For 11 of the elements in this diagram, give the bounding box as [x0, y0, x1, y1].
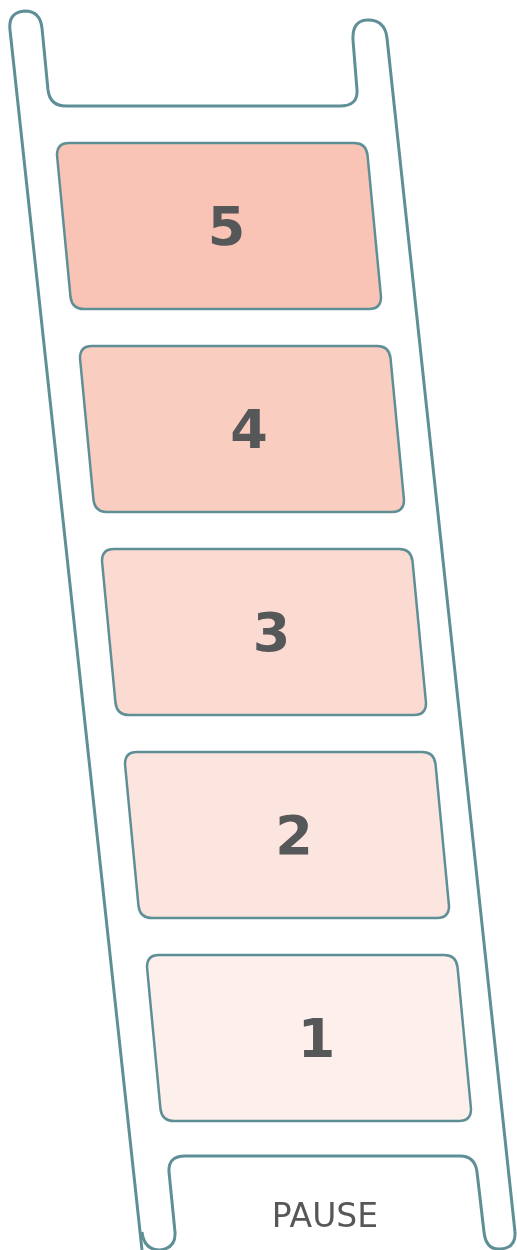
rung-number: 4: [230, 397, 268, 461]
pause-label: PAUSE: [271, 1195, 379, 1235]
ladder-rung: [123, 751, 450, 919]
ladder-rung: [56, 142, 382, 310]
rung-number: 2: [275, 803, 313, 867]
ladder-rung: [78, 345, 405, 513]
rung-number: 5: [207, 194, 246, 258]
rung-number: 1: [297, 1006, 336, 1070]
ladder-rung: [146, 954, 472, 1122]
rung-number: 3: [252, 600, 291, 664]
ladder-rung: [101, 548, 427, 716]
